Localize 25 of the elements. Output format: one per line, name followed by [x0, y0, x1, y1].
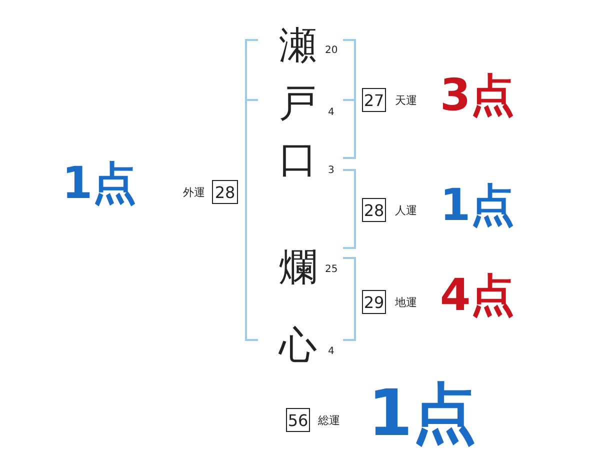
- name-character: 瀬: [279, 26, 317, 64]
- stroke-count: 20: [325, 46, 338, 56]
- stroke-count: 4: [328, 108, 334, 118]
- score-text: 1点: [440, 184, 515, 228]
- fortune-label: 外運: [183, 187, 205, 198]
- stroke-count: 25: [325, 265, 338, 275]
- score-text: 1点: [62, 162, 137, 206]
- fortune-label: 人運: [395, 205, 417, 216]
- fortune-label: 地運: [395, 297, 417, 308]
- number-box: 56: [286, 408, 310, 432]
- stroke-count: 3: [328, 166, 334, 176]
- fortune-label: 天運: [395, 95, 417, 106]
- score-text: 3点: [440, 74, 515, 118]
- score-text: 1点: [368, 382, 477, 446]
- name-character: 口: [279, 140, 317, 178]
- name-character: 爛: [279, 248, 317, 286]
- number-box: 27: [362, 88, 386, 112]
- number-box: 29: [362, 290, 386, 314]
- name-character: 心: [279, 326, 317, 364]
- name-character: 戸: [279, 84, 317, 122]
- score-text: 4点: [440, 274, 515, 318]
- number-box: 28: [212, 180, 238, 204]
- number-box: 28: [362, 198, 386, 222]
- fortune-label: 総運: [318, 415, 340, 426]
- stroke-count: 4: [328, 347, 334, 357]
